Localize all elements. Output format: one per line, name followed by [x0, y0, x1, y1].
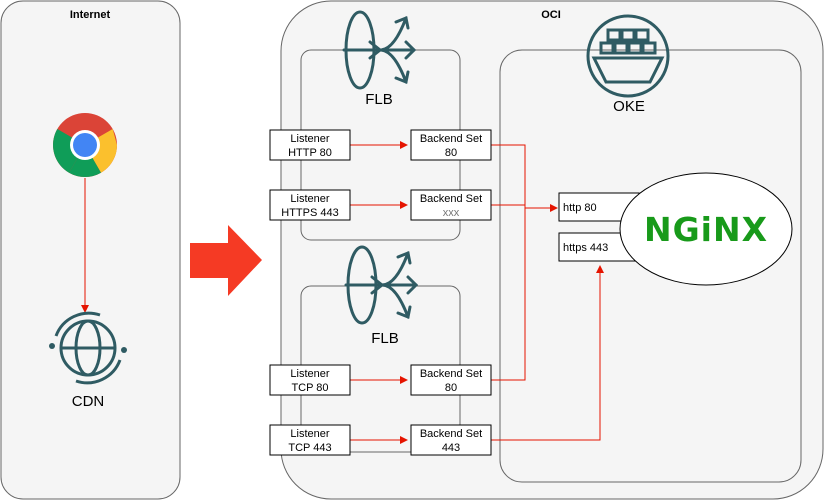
- load-balancer-icon: [342, 10, 417, 90]
- internet-panel: Internet: [0, 0, 181, 500]
- backend-line2: xxx: [443, 207, 460, 219]
- flb-bottom-rows: Listener TCP 80 Backend Set 80 Listener …: [269, 364, 492, 456]
- listener-line2: TCP 443: [288, 442, 331, 454]
- listener-line2: TCP 80: [291, 382, 328, 394]
- connector-backend-443-to-https443: [491, 265, 604, 441]
- listener-line2: HTTPS 443: [281, 207, 338, 219]
- transition-arrow: [190, 225, 262, 296]
- backend-line2: 80: [445, 382, 457, 394]
- backend-line2: 443: [442, 442, 460, 454]
- container-ship-icon: [586, 14, 670, 98]
- backend-line1: Backend Set: [420, 428, 482, 440]
- listener-box: [269, 189, 351, 221]
- backend-line1: Backend Set: [420, 193, 482, 205]
- listener-line1: Listener: [290, 193, 329, 205]
- chrome-icon: [53, 113, 117, 177]
- listener-line1: Listener: [290, 368, 329, 380]
- load-balancer-icon: [344, 245, 419, 325]
- backend-set-box: [410, 424, 492, 456]
- connector-backend-xxx-to-http80: [491, 204, 526, 208]
- listener-line1: Listener: [290, 133, 329, 145]
- backend-set-box: [410, 189, 492, 221]
- connector-backend-top-80-to-http80: [491, 144, 558, 212]
- connector-backend-bottom-80-to-http80: [491, 208, 526, 381]
- backend-line1: Backend Set: [420, 133, 482, 145]
- flb-bottom-label: FLB: [371, 330, 399, 347]
- listener-line1: Listener: [290, 428, 329, 440]
- backend-set-box: [410, 364, 492, 396]
- oke-label: OKE: [613, 98, 645, 115]
- flb-top-label: FLB: [365, 91, 393, 108]
- nginx-logo: NGiNX: [644, 210, 768, 249]
- nginx-node: NGiNX: [619, 172, 793, 286]
- backend-set-box: [410, 129, 492, 161]
- flb-top-rows: Listener HTTP 80 Backend Set 80 Listener…: [269, 129, 492, 221]
- port-label-https443: https 443: [563, 242, 608, 254]
- listener-line2: HTTP 80: [288, 147, 332, 159]
- port-label-http80: http 80: [563, 202, 597, 214]
- connectors: [350, 141, 604, 444]
- oci-title: OCI: [541, 9, 561, 21]
- internet-title: Internet: [70, 9, 111, 21]
- globe-icon: [49, 311, 127, 385]
- listener-box: [269, 424, 351, 456]
- oke-ports: http 80 https 443: [558, 192, 640, 262]
- listener-box: [269, 364, 351, 396]
- backend-line1: Backend Set: [420, 368, 482, 380]
- cdn-label: CDN: [72, 393, 105, 410]
- backend-line2: 80: [445, 147, 457, 159]
- listener-box: [269, 129, 351, 161]
